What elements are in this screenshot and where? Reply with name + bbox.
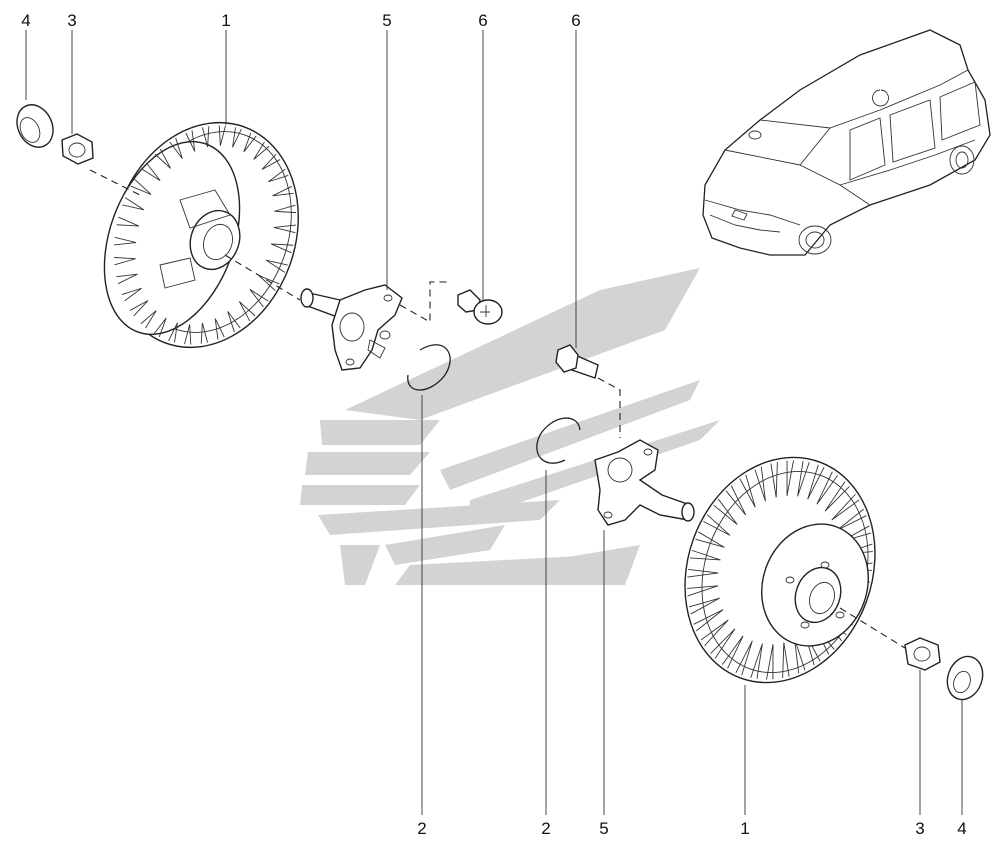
drum-fin — [114, 236, 137, 246]
drum-fin — [261, 153, 281, 170]
drum-fin — [227, 311, 241, 333]
brake-drum-part-1-top — [103, 121, 299, 349]
drum-fin — [687, 568, 719, 578]
drum-fin — [200, 322, 209, 344]
drum-fin — [725, 485, 747, 516]
drum-fin — [169, 137, 183, 159]
drum-fin — [270, 243, 294, 254]
drum-fin — [121, 287, 142, 302]
drum-fin — [184, 324, 192, 345]
drum-fin — [129, 300, 149, 317]
callout-4-top: 4 — [21, 11, 30, 30]
hub-nut-part-3-bottom — [904, 637, 941, 671]
drum-fin — [116, 273, 138, 285]
callout-5-top: 5 — [382, 11, 391, 30]
drum-fin — [153, 317, 167, 338]
bolt-part-6-top — [457, 289, 503, 325]
drum-fin — [268, 168, 289, 183]
hub-nut-part-3-top — [61, 133, 94, 165]
hub-cap-part-4-top — [16, 104, 54, 148]
drum-fin — [816, 471, 839, 505]
drum-fin — [113, 256, 136, 266]
drum-fin — [695, 531, 725, 548]
drum-fin — [232, 127, 242, 148]
circlip-part-2-top — [407, 344, 451, 391]
drum-fin — [265, 259, 288, 273]
drum-fin — [766, 644, 774, 680]
drum-fin — [273, 224, 296, 234]
leader-lines — [25, 30, 963, 815]
drum-fin — [140, 310, 157, 329]
drum-fin — [693, 609, 724, 632]
bolt-part-6-bottom — [555, 344, 599, 379]
callout-1-top: 1 — [221, 11, 230, 30]
watermark-logo — [300, 268, 720, 585]
callout-3-bottom: 3 — [915, 819, 924, 838]
stub-axle-part-5-top — [300, 284, 403, 371]
drum-fin — [274, 204, 297, 214]
drum-fin — [786, 460, 794, 496]
drum-fin — [116, 216, 140, 227]
hub-cap-part-4-bottom — [946, 655, 984, 701]
circlip-part-2-bottom — [536, 417, 581, 464]
drum-fin — [214, 318, 225, 340]
drum-fin — [185, 130, 196, 152]
drum-fin — [700, 619, 729, 647]
drum-fin — [687, 585, 719, 597]
drum-fin — [218, 125, 226, 146]
drum-fin — [703, 514, 731, 536]
assembly-axis-lines — [89, 169, 906, 649]
drum-fin — [831, 493, 860, 521]
drum-fin — [754, 466, 766, 502]
callout-2-bottom-left: 2 — [417, 819, 426, 838]
drum-fin — [238, 301, 256, 322]
callout-6-top-left: 6 — [478, 11, 487, 30]
drum-fin — [141, 162, 161, 181]
drum-fin — [201, 126, 210, 148]
drum-fin — [824, 481, 850, 512]
drum-fin — [168, 322, 178, 343]
drum-fin — [688, 597, 720, 615]
drum-fin — [272, 185, 294, 197]
drum-fin — [690, 549, 721, 561]
drum-fin — [782, 642, 790, 679]
stub-axle-part-5-bottom — [594, 439, 695, 526]
brake-drum-part-1-bottom — [684, 456, 876, 684]
drum-fin — [154, 148, 172, 169]
callout-1-bottom: 1 — [740, 819, 749, 838]
drum-fin — [713, 498, 738, 525]
drum-fin — [249, 289, 269, 308]
callout-4-bottom: 4 — [957, 819, 966, 838]
callout-labels: 4 3 1 5 6 6 2 2 5 1 3 4 — [21, 11, 966, 838]
drum-fin — [807, 464, 825, 500]
callout-2-bottom-right: 2 — [541, 819, 550, 838]
callout-3-top: 3 — [67, 11, 76, 30]
drum-fin — [243, 132, 257, 153]
drum-fin — [122, 197, 145, 211]
drum-fin — [739, 474, 756, 508]
drum-fin — [797, 460, 810, 497]
callout-5-bottom: 5 — [599, 819, 608, 838]
car-illustration — [702, 29, 991, 256]
drum-fin — [735, 640, 753, 676]
drum-fin — [750, 643, 763, 680]
drum-fin — [710, 628, 736, 659]
callout-6-top-right: 6 — [571, 11, 580, 30]
drum-fin — [130, 179, 152, 195]
drum-fin — [253, 141, 270, 160]
drum-fin — [721, 635, 744, 669]
drum-fin — [770, 461, 778, 498]
